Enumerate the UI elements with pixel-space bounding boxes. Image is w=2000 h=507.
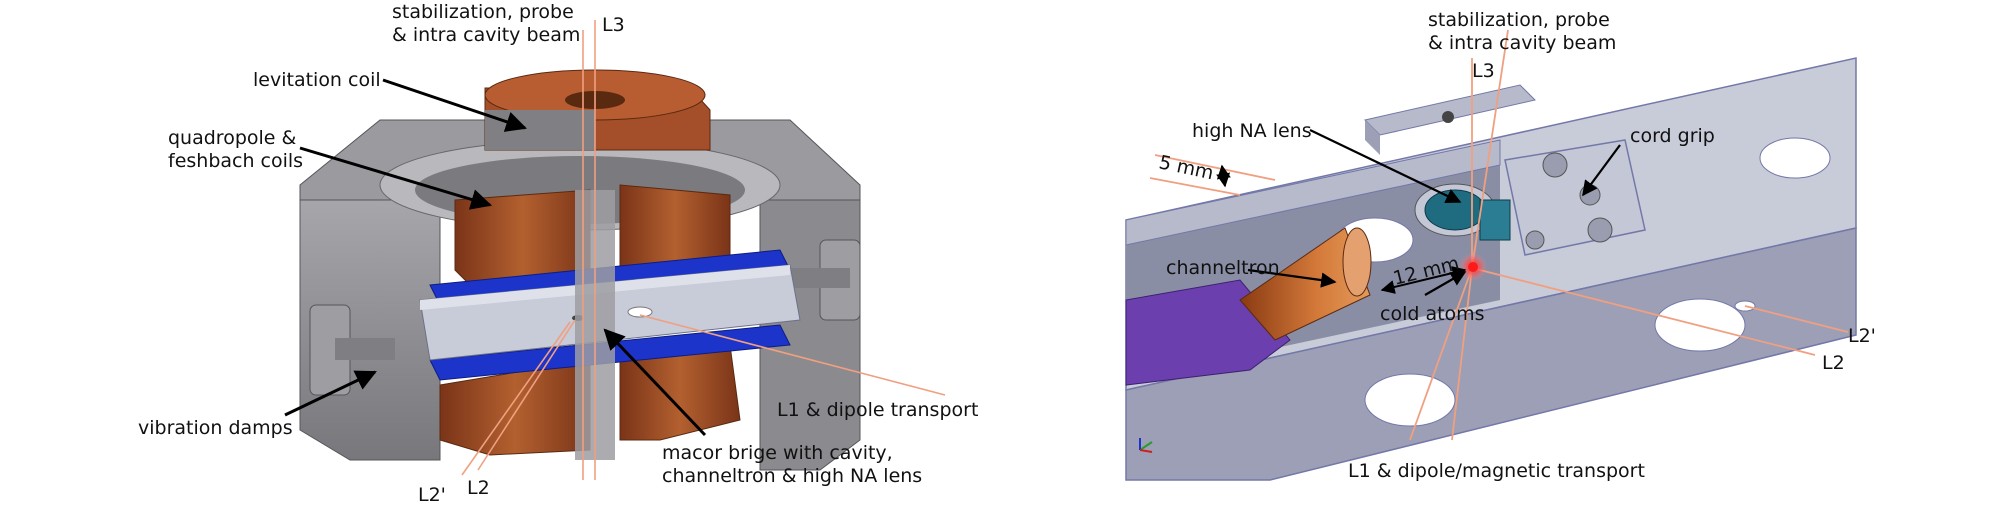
l1-transport-label: L1 & dipole/magnetic transport: [1348, 460, 1645, 482]
quad-line1: quadropole &: [168, 127, 297, 149]
dim-12mm: [1380, 266, 1467, 294]
r-beam-5mm-a: [1154, 154, 1276, 181]
left-damp-rod: [335, 338, 395, 360]
arrow-levitation: [382, 78, 527, 132]
arrow-channeltron: [1247, 268, 1337, 288]
beam-l2prime: [461, 321, 571, 476]
right-stab-line1: stabilization, probe: [1428, 9, 1610, 31]
right-damp-rod: [790, 268, 850, 288]
left-stab-line1: stabilization, probe: [392, 1, 574, 23]
left-panel-labels: stabilization, probe & intra cavity beam…: [138, 1, 978, 506]
arrow-vibration: [284, 370, 377, 417]
right-panel-labels: stabilization, probe & intra cavity beam…: [1157, 9, 1876, 482]
channeltron-mouth: [1342, 227, 1372, 297]
levitation-coil-front: [485, 110, 595, 150]
grip-screw-2: [1587, 217, 1613, 243]
cord-grip-label: cord grip: [1630, 125, 1715, 147]
r-beam-l3-ext: [1451, 267, 1473, 441]
grip-screw-1: [1542, 152, 1568, 178]
vibration-label: vibration damps: [138, 417, 293, 439]
channeltron-cone: [1239, 227, 1371, 341]
bridge-hole: [627, 306, 653, 318]
dim-5mm: [1216, 164, 1231, 188]
r-beam-5mm-b: [1149, 177, 1241, 196]
right-l3-label: L3: [1472, 60, 1495, 82]
arrow-high-na: [1309, 129, 1462, 203]
lens-mount: [1479, 199, 1511, 241]
macor-line1: macor brige with cavity,: [662, 442, 893, 464]
right-panel-bridge: [1125, 29, 1860, 481]
axis-triad-icon: [1139, 438, 1153, 453]
right-panel-arrows: [1216, 129, 1621, 296]
right-l2-label: L2: [1822, 352, 1845, 374]
r-beam-l2prime: [1744, 305, 1849, 333]
high-na-lens: [1424, 189, 1486, 231]
bridge-ledge: [1125, 139, 1501, 246]
hole-front-large-1: [1364, 373, 1456, 427]
beam-l1: [639, 314, 946, 396]
left-l2prime-label: L2': [418, 484, 446, 506]
cold-atoms-dot: [1468, 262, 1478, 272]
beam-l2: [477, 319, 576, 471]
left-stab-line2: & intra cavity beam: [392, 24, 580, 46]
grip-screw-4: [1525, 230, 1545, 250]
left-l3-label: L3: [602, 14, 625, 36]
left-panel-chamber: [299, 20, 946, 480]
left-l2-label: L2: [467, 477, 490, 499]
arrow-macor: [603, 328, 707, 437]
macor-line2: channeltron & high NA lens: [662, 465, 922, 487]
arrow-cord-grip: [1582, 144, 1621, 197]
raised-block-front: [1365, 120, 1380, 155]
l1-dipole-label: L1 & dipole transport: [777, 399, 978, 421]
r-beam-l2: [1471, 267, 1816, 356]
levitation-label: levitation coil: [253, 69, 381, 91]
cold-atoms-label: cold atoms: [1380, 303, 1485, 325]
r-beam-stab: [1471, 29, 1509, 269]
r-beam-l1: [1409, 267, 1473, 441]
left-panel-arrows: [284, 78, 707, 437]
channeltron-label: channeltron: [1166, 257, 1280, 279]
right-l2prime-label: L2': [1848, 325, 1876, 347]
right-stab-line2: & intra cavity beam: [1428, 32, 1616, 54]
quad-line2: feshbach coils: [168, 150, 303, 172]
high-na-label: high NA lens: [1192, 120, 1312, 142]
hole-top-right: [1759, 137, 1831, 179]
block-screw: [1442, 111, 1454, 123]
arrow-quadropole: [299, 146, 493, 210]
bridge-front-face: [1125, 227, 1857, 481]
